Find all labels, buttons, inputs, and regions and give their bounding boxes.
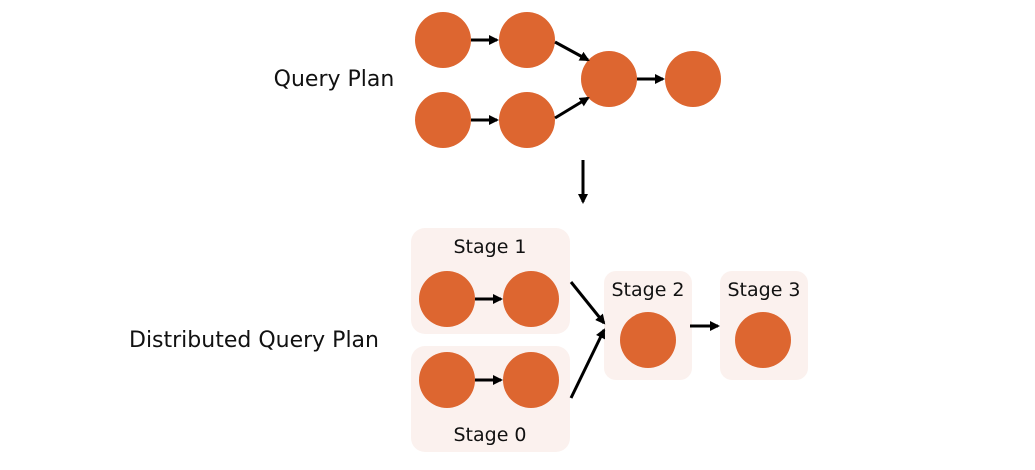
stage-1-node-2 — [503, 271, 559, 327]
plan-node-final — [665, 51, 721, 107]
query-plan-label: Query Plan — [274, 67, 395, 92]
plan-node-b1 — [415, 92, 471, 148]
plan-node-a1 — [415, 12, 471, 68]
stage-3-label: Stage 3 — [727, 279, 800, 301]
plan-node-a2 — [499, 12, 555, 68]
stage-1-node-1 — [419, 271, 475, 327]
stage-0-node-1 — [419, 352, 475, 408]
stage-2-label: Stage 2 — [611, 279, 684, 301]
plan-arrow-a2-merge — [554, 40, 590, 62]
plan-arrow-b2-merge — [554, 96, 590, 120]
stage-0-to-stage-2-arrow — [569, 328, 606, 399]
plan-node-merge — [581, 51, 637, 107]
stage-2-node — [620, 312, 676, 368]
plan-node-b2 — [499, 92, 555, 148]
stage-1-to-stage-2-arrow — [569, 281, 606, 325]
stage-1-label: Stage 1 — [453, 236, 526, 258]
stage-0-label: Stage 0 — [453, 424, 526, 446]
distributed-query-plan-label: Distributed Query Plan — [129, 328, 379, 353]
stage-0-node-2 — [503, 352, 559, 408]
stage-3-node — [735, 312, 791, 368]
